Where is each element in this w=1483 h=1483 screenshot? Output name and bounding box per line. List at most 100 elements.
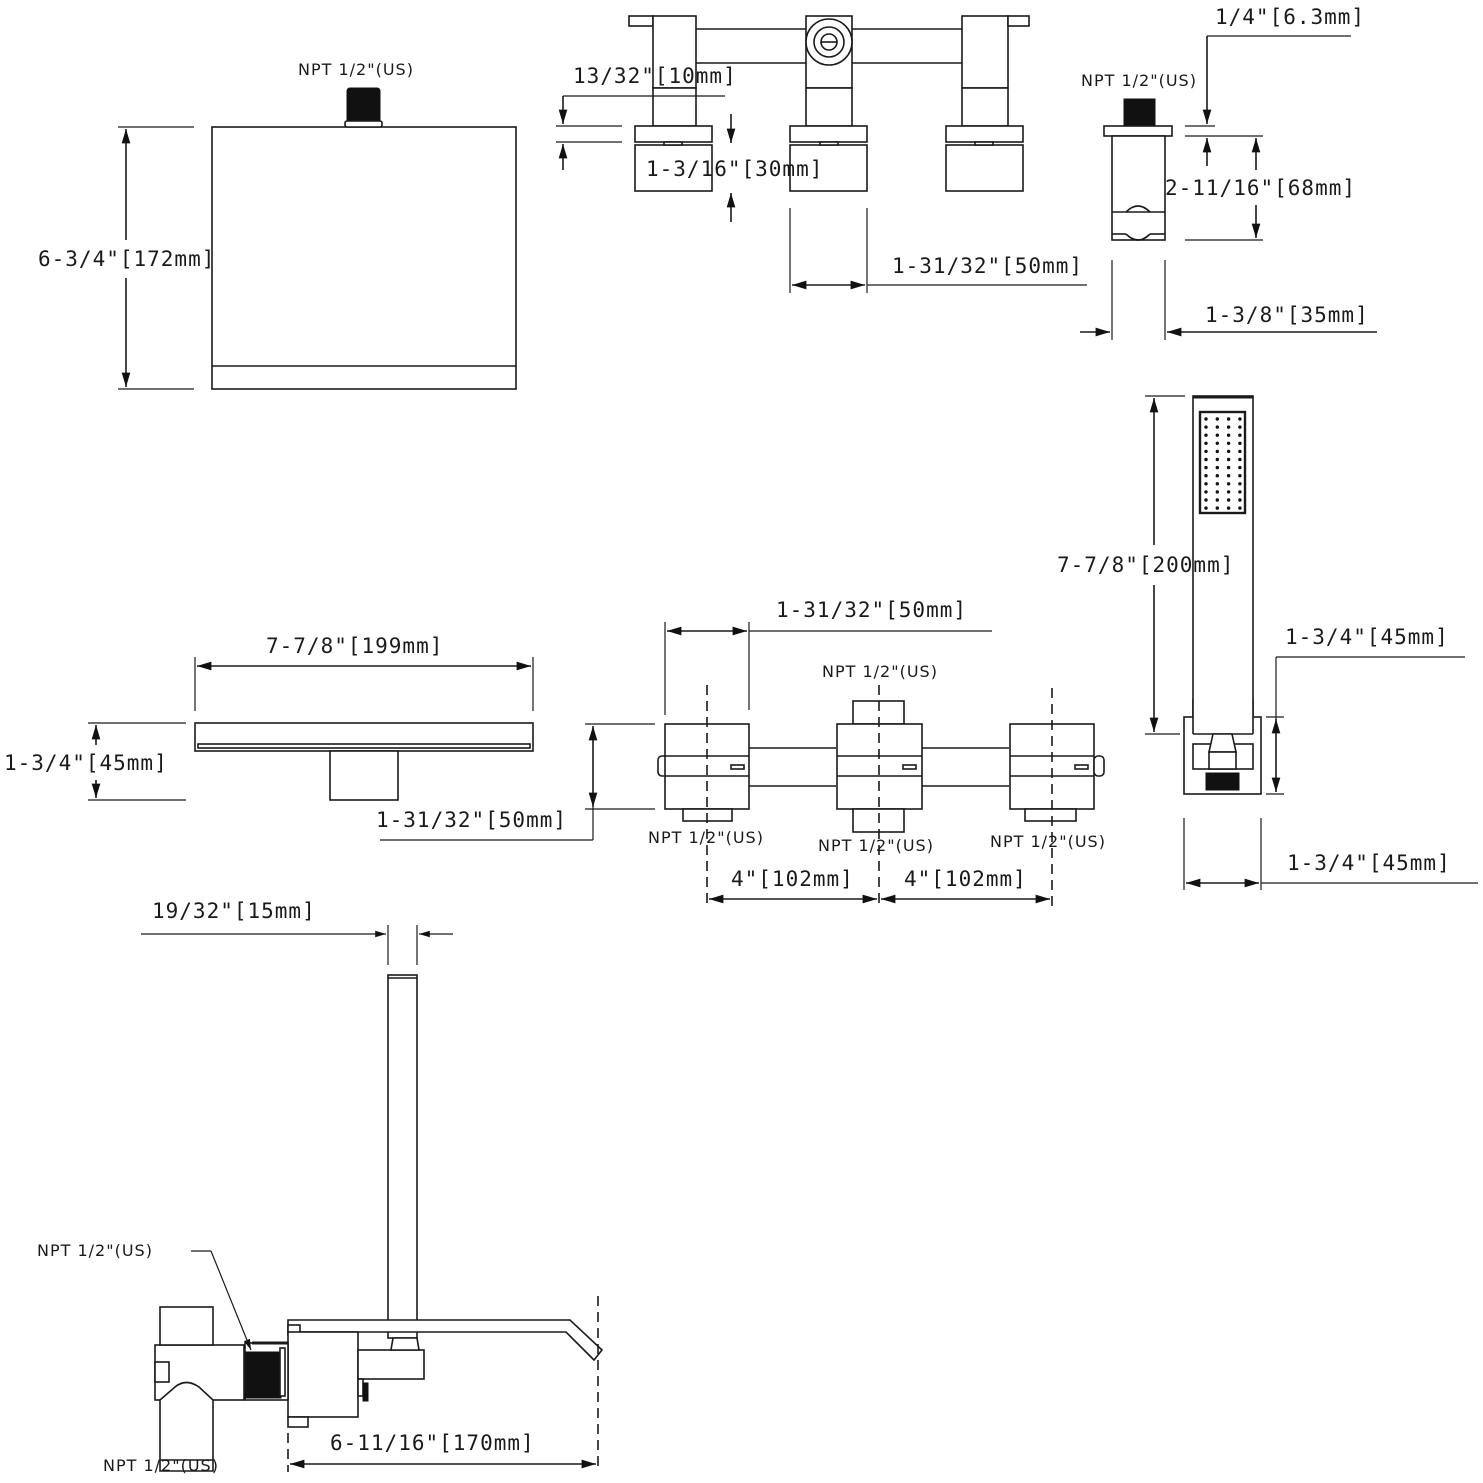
spray-nozzle (1238, 457, 1242, 462)
spray-nozzle (1204, 441, 1208, 445)
left-handle-joint (663, 141, 683, 146)
holder-mask (1193, 699, 1253, 734)
spray-nozzle (1226, 417, 1231, 421)
right-handle-joint (974, 141, 994, 146)
spray-nozzle (1238, 506, 1242, 510)
hose-connector (1208, 733, 1237, 753)
depth-dimension: 1-31/32"[50mm] (376, 808, 567, 832)
flange-dimension: 1/4"[6.3mm] (1215, 5, 1365, 29)
spray-nozzle (1204, 474, 1208, 478)
leader-arrow (210, 1250, 252, 1351)
spray-nozzle (1226, 482, 1231, 486)
spray-nozzle (1226, 457, 1231, 462)
thread-washer (279, 1347, 286, 1397)
threaded-nipple-icon (242, 1351, 282, 1399)
collar-dimension: 13/32"[10mm] (573, 64, 737, 88)
spray-nozzle (1204, 465, 1208, 470)
pipe-base (390, 1337, 420, 1351)
spray-nozzle (1226, 433, 1231, 437)
diverter-body (1111, 135, 1166, 241)
handle-width-dimension: 1-31/32"[50mm] (776, 598, 967, 622)
spray-nozzle (1226, 498, 1231, 502)
spray-nozzle (1226, 474, 1231, 478)
right-tab (1093, 755, 1105, 777)
spray-nozzle (1204, 425, 1208, 429)
spray-nozzle (1204, 417, 1208, 421)
pipe-dimension: 19/32"[15mm] (152, 899, 316, 923)
left-collar (634, 125, 713, 143)
diverter-flange (1103, 125, 1173, 137)
spray-nozzle (1226, 441, 1231, 445)
spray-nozzle (1226, 506, 1231, 510)
right-handle (945, 144, 1024, 192)
crossbar (695, 28, 962, 64)
valve-front-view: 1-31/32"[50mm] NPT 1/2"(US) NPT 1/2"(US)… (648, 598, 1105, 908)
connector-body (1208, 751, 1237, 770)
spray-nozzle (1215, 498, 1220, 502)
spray-nozzle (1238, 482, 1242, 486)
set-screw-icon (362, 1382, 369, 1402)
length-dimension: 7-7/8"[200mm] (1057, 553, 1234, 577)
inlet-washer (344, 120, 383, 128)
spray-nozzle (1204, 498, 1208, 502)
npt-upper-label: NPT 1/2"(US) (37, 1241, 153, 1260)
npt-label: NPT 1/2"(US) (1081, 71, 1197, 90)
npt-top-label: NPT 1/2"(US) (822, 662, 938, 681)
holder-width-dimension: 1-3/4"[45mm] (1287, 851, 1451, 875)
valve-top-port (159, 1306, 214, 1346)
spray-nozzle (1238, 441, 1242, 445)
handle-height-dimension: 1-3/16"[30mm] (646, 157, 823, 181)
width-dimension: 1-3/8"[35mm] (1205, 303, 1369, 327)
spray-nozzle (1226, 490, 1231, 494)
threaded-inlet-icon (346, 87, 381, 125)
spray-nozzle (1204, 449, 1208, 454)
reach-dimension: 6-11/16"[170mm] (330, 1431, 535, 1455)
screw-plate (357, 1378, 364, 1397)
height-dimension: 1-3/4"[45mm] (4, 751, 168, 775)
spray-nozzle (1204, 482, 1208, 486)
spray-nozzle (1238, 490, 1242, 494)
spray-nozzle (1215, 482, 1220, 486)
spray-nozzle (1204, 433, 1208, 437)
center-handle (789, 144, 868, 192)
right-collar (945, 125, 1024, 143)
wall-body (287, 1331, 359, 1418)
npt-left-label: NPT 1/2"(US) (648, 828, 764, 847)
threaded-inlet-icon (1123, 98, 1156, 127)
spout-slot (197, 743, 531, 749)
valve-top-view: 13/32"[10mm] 1-3/16"[30mm] 1-31/32"[50mm… (556, 15, 1087, 293)
center-handle-joint (819, 141, 839, 146)
spray-nozzle (1215, 441, 1220, 445)
spray-nozzle (1226, 449, 1231, 454)
knob-bottom (1125, 233, 1151, 241)
spacing-left-dimension: 4"[102mm] (731, 867, 854, 891)
hand-shower-view: 7-7/8"[200mm] 1-3/4"[45mm] 1-3/4"[45mm] (1057, 395, 1478, 890)
spray-nozzle (1215, 490, 1220, 494)
spray-nozzle (1238, 417, 1242, 421)
spray-nozzle (1238, 425, 1242, 429)
left-valve-stem (652, 87, 697, 127)
knob-top (1125, 205, 1151, 213)
spray-nozzle (1215, 465, 1220, 470)
handle-width-dimension: 1-31/32"[50mm] (892, 254, 1083, 278)
right-tab (1007, 15, 1030, 27)
riser-pipe (387, 974, 418, 1339)
valve-side-port (154, 1361, 170, 1383)
spray-nozzle (1215, 457, 1220, 462)
spray-nozzle (1215, 433, 1220, 437)
left-tab (628, 15, 654, 27)
spray-nozzle (1238, 433, 1242, 437)
spout-front-view: NPT 1/2"(US) 6-3/4"[172mm] (38, 60, 517, 390)
spray-nozzle (1226, 465, 1231, 470)
spout-top-view: 7-7/8"[199mm] 1-3/4"[45mm] 1-31/32"[50mm… (4, 634, 655, 841)
npt-lower-label: NPT 1/2"(US) (103, 1456, 219, 1475)
spray-nozzle (1204, 506, 1208, 510)
npt-label: NPT 1/2"(US) (298, 60, 414, 79)
body-foot (287, 1416, 309, 1428)
spout-block (357, 1349, 425, 1380)
right-valve-stem (961, 87, 1009, 127)
npt-center-label: NPT 1/2"(US) (818, 836, 934, 855)
spray-nozzle (1215, 425, 1220, 429)
spray-nozzle (1238, 498, 1242, 502)
